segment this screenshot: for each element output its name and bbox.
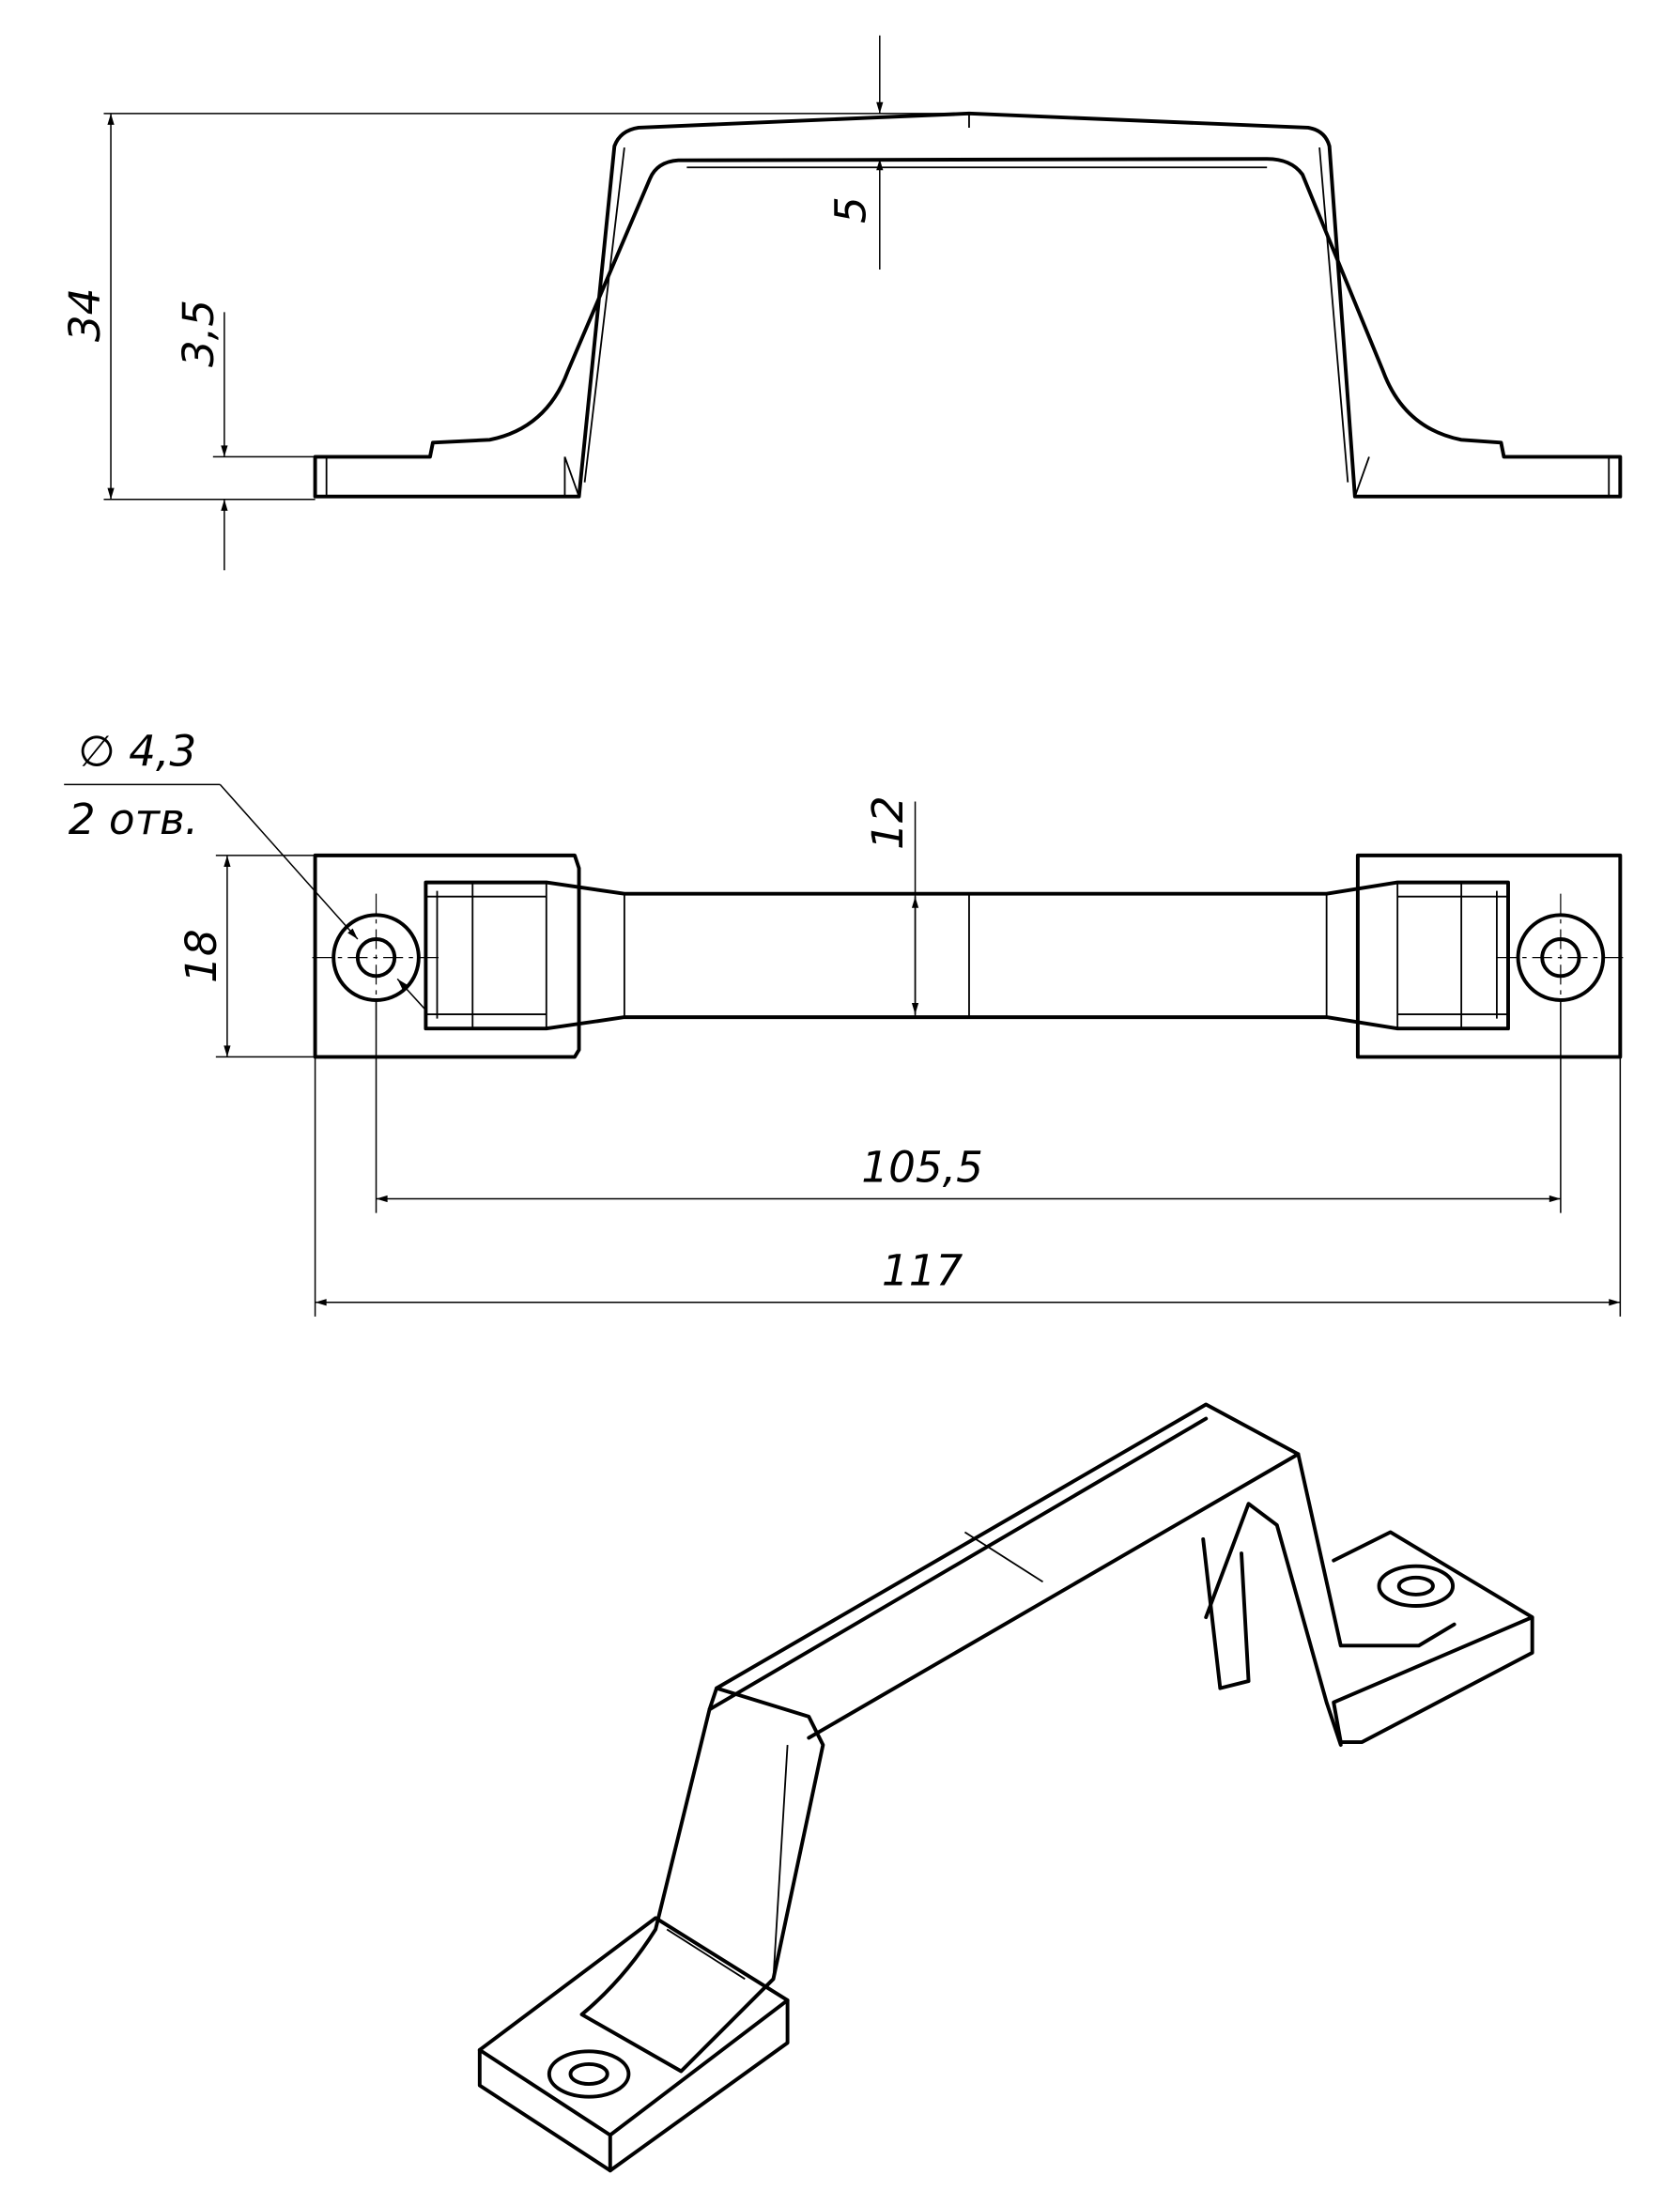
hole-diameter-label: ∅ 4,3 — [78, 727, 196, 777]
dim-hole-spacing: 105,5 — [861, 1142, 983, 1192]
side-view: 34 3,5 5 — [60, 35, 1623, 571]
dim-height-34: 34 — [60, 288, 110, 343]
dim-flange-thickness: 3,5 — [174, 300, 223, 367]
dim-top-thickness: 5 — [826, 196, 876, 224]
hole-count-label: 2 отв. — [69, 794, 198, 844]
isometric-view — [477, 1402, 1534, 2173]
dim-handle-width: 12 — [863, 795, 913, 850]
dim-overall-length: 117 — [882, 1246, 963, 1296]
plan-view: ∅ 4,3 2 отв. 18 12 105,5 117 — [64, 727, 1625, 1317]
dim-flange-width: 18 — [177, 929, 226, 983]
